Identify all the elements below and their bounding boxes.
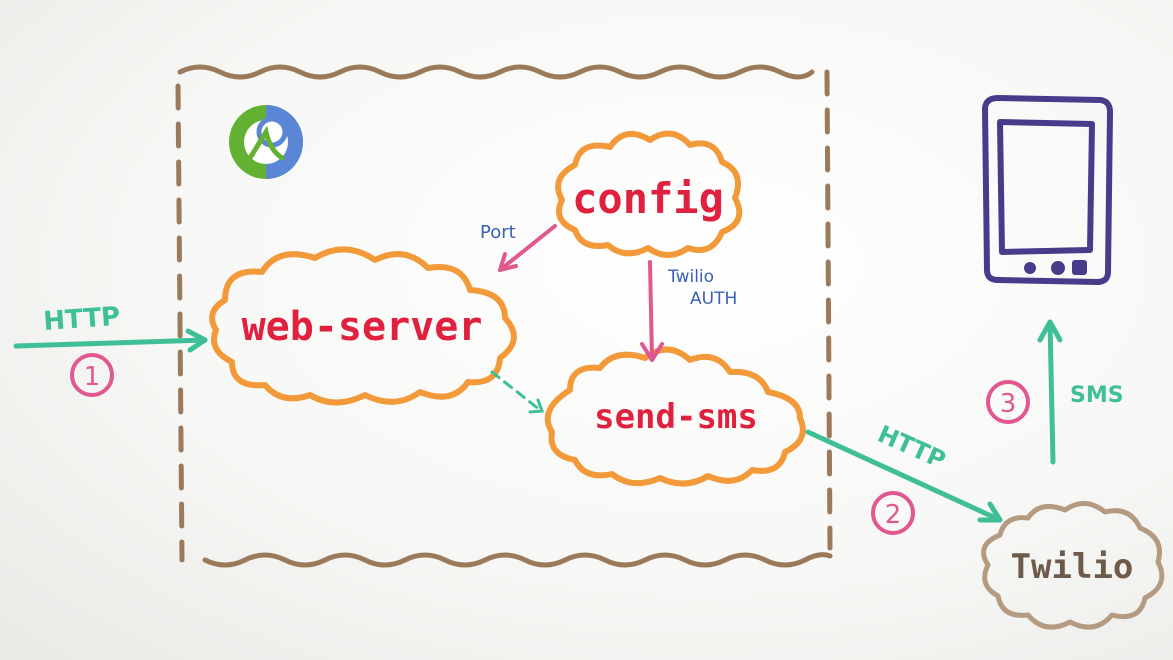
send-sms-cloud: send-sms — [544, 346, 806, 487]
web-server-label: web-server — [242, 304, 483, 350]
twilio-auth-label-line2: AUTH — [690, 289, 737, 309]
step-3-label: 3 — [1000, 389, 1017, 419]
web-server-cloud: web-server — [209, 246, 517, 406]
clojure-logo-icon — [229, 105, 303, 179]
system-boundary — [175, 64, 833, 568]
http-in-label: HTTP — [42, 302, 121, 337]
step-2-badge: 2 — [871, 491, 915, 535]
sms-arrow — [1037, 319, 1063, 465]
http-out-arrow — [805, 429, 1003, 523]
send-sms-label: send-sms — [594, 397, 758, 437]
config-label: config — [572, 174, 724, 223]
step-2-label: 2 — [885, 500, 902, 530]
dashed-call-arrow — [490, 370, 545, 414]
twilio-cloud: Twilio — [981, 501, 1165, 630]
port-label: Port — [480, 222, 516, 243]
twilio-auth-label-line1: Twilio — [667, 267, 714, 287]
sms-label: SMS — [1070, 383, 1124, 408]
smartphone-icon — [982, 95, 1113, 285]
step-1-label: 1 — [84, 362, 101, 392]
step-3-badge: 3 — [986, 380, 1030, 424]
twilio-label: Twilio — [1011, 547, 1134, 587]
port-arrow — [498, 224, 557, 272]
config-cloud: config — [555, 130, 743, 258]
step-1-badge: 1 — [70, 353, 114, 397]
twilio-auth-arrow — [640, 260, 664, 362]
http-in-arrow — [13, 328, 208, 353]
